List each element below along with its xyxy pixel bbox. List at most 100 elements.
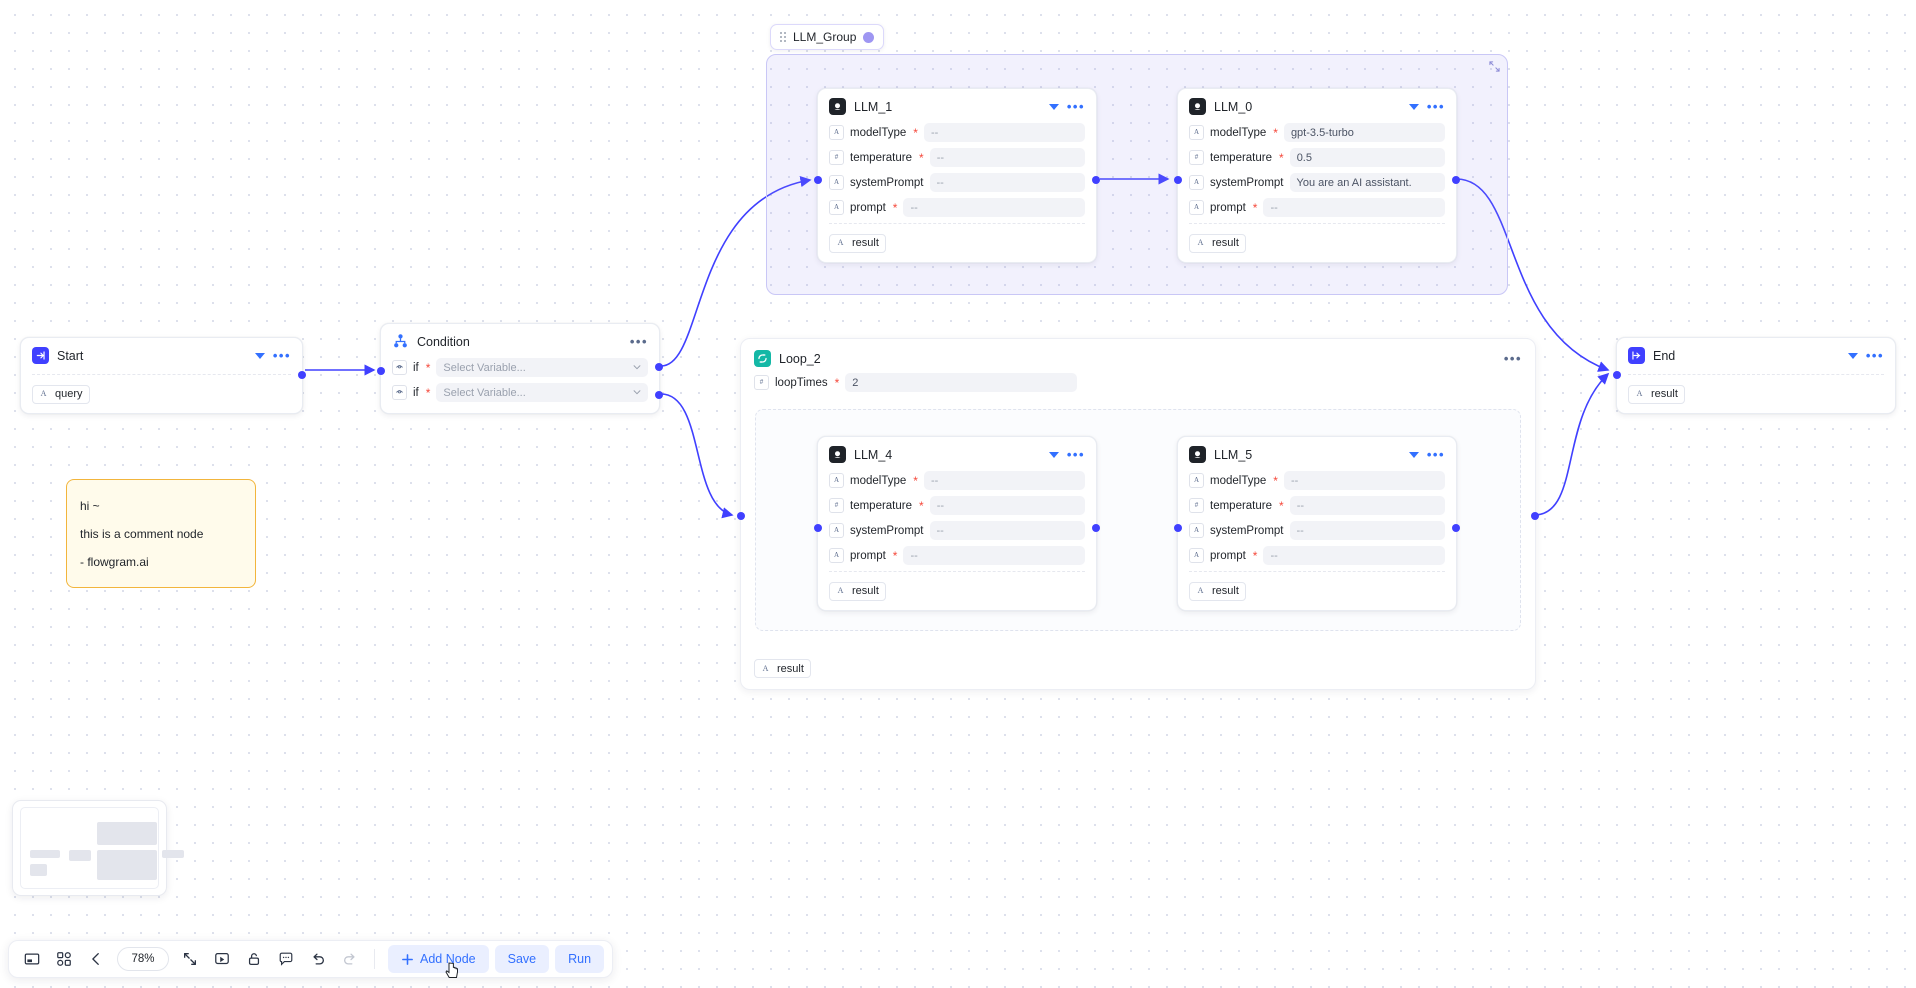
loop-output-dot[interactable] bbox=[1531, 512, 1539, 520]
more-icon[interactable]: ••• bbox=[1426, 98, 1445, 114]
loop-more-icon[interactable]: ••• bbox=[1503, 350, 1522, 366]
output-port-result[interactable]: A result bbox=[829, 233, 886, 253]
llm4-input-dot[interactable] bbox=[814, 524, 822, 532]
chevron-down-icon[interactable] bbox=[632, 387, 642, 400]
node-start[interactable]: Start ••• A query bbox=[20, 337, 306, 414]
field-value[interactable]: -- bbox=[903, 198, 1085, 217]
condition-variable-select[interactable]: Select Variable... bbox=[436, 383, 648, 402]
chevron-down-icon[interactable] bbox=[1048, 451, 1059, 458]
drag-handle-icon[interactable] bbox=[780, 32, 786, 42]
loop-input-port[interactable] bbox=[737, 512, 745, 520]
llm5-input-dot[interactable] bbox=[1174, 524, 1182, 532]
field-row[interactable]: A systemPrompt -- bbox=[1189, 521, 1445, 540]
chevron-down-icon[interactable] bbox=[1408, 451, 1419, 458]
zoom-out-icon[interactable] bbox=[81, 945, 111, 973]
output-port-query[interactable]: A query bbox=[32, 384, 90, 404]
field-value[interactable]: -- bbox=[903, 546, 1085, 565]
field-value[interactable]: -- bbox=[929, 148, 1085, 167]
field-row[interactable]: A prompt * -- bbox=[1189, 546, 1445, 565]
auto-layout-icon[interactable] bbox=[49, 945, 79, 973]
chevron-down-icon[interactable] bbox=[632, 362, 642, 375]
zoom-level[interactable]: 78% bbox=[117, 947, 169, 971]
field-value[interactable]: -- bbox=[1283, 471, 1445, 490]
condition-row[interactable]: if * Select Variable... bbox=[392, 358, 648, 377]
llm0-output-dot[interactable] bbox=[1452, 176, 1460, 184]
redo-icon[interactable] bbox=[335, 945, 365, 973]
field-row[interactable]: A modelType * -- bbox=[1189, 471, 1445, 490]
minimap-viewport[interactable] bbox=[20, 807, 184, 889]
condition-output-dot-2[interactable] bbox=[655, 391, 663, 399]
field-value[interactable]: -- bbox=[923, 123, 1085, 142]
field-row[interactable]: A modelType * -- bbox=[829, 123, 1085, 142]
llm0-input-dot[interactable] bbox=[1174, 176, 1182, 184]
llm-group-label[interactable]: LLM_Group bbox=[770, 24, 885, 50]
field-value[interactable]: -- bbox=[929, 173, 1085, 192]
node-llm-1[interactable]: LLM_1 ••• A modelType * -- # temperature… bbox=[814, 88, 1100, 263]
field-row[interactable]: # temperature * -- bbox=[1189, 496, 1445, 515]
field-value[interactable]: You are an AI assistant. bbox=[1289, 173, 1445, 192]
group-color-dot[interactable] bbox=[863, 31, 875, 43]
save-button[interactable]: Save bbox=[494, 945, 550, 973]
field-row[interactable]: # loopTimes * 2 bbox=[754, 373, 1522, 392]
field-row[interactable]: A systemPrompt -- bbox=[829, 521, 1085, 540]
condition-input-dot[interactable] bbox=[377, 367, 385, 375]
field-value[interactable]: -- bbox=[1263, 198, 1445, 217]
output-port-result[interactable]: A result bbox=[829, 581, 886, 601]
field-row[interactable]: A modelType * gpt-3.5-turbo bbox=[1189, 123, 1445, 142]
minimap-toggle-icon[interactable] bbox=[17, 945, 47, 973]
field-row[interactable]: A prompt * -- bbox=[829, 546, 1085, 565]
loop-output-port[interactable]: A result bbox=[754, 659, 811, 678]
llm1-output-dot[interactable] bbox=[1092, 176, 1100, 184]
field-row[interactable]: A modelType * -- bbox=[829, 471, 1085, 490]
chevron-down-icon[interactable] bbox=[1048, 103, 1059, 110]
node-llm-4[interactable]: LLM_4 ••• A modelType * -- # temperature… bbox=[814, 436, 1100, 611]
undo-icon[interactable] bbox=[303, 945, 333, 973]
more-icon[interactable]: ••• bbox=[272, 347, 291, 363]
node-llm-5[interactable]: LLM_5 ••• A modelType * -- # temperature… bbox=[1174, 436, 1460, 611]
interactive-mode-icon[interactable] bbox=[207, 945, 237, 973]
output-port-result[interactable]: A result bbox=[1189, 233, 1246, 253]
chevron-down-icon[interactable] bbox=[1408, 103, 1419, 110]
start-output-dot[interactable] bbox=[298, 371, 306, 379]
output-port-result[interactable]: A result bbox=[1628, 384, 1685, 404]
condition-row[interactable]: if * Select Variable... bbox=[392, 383, 648, 402]
minimap-panel[interactable] bbox=[12, 800, 184, 896]
fit-view-icon[interactable] bbox=[175, 945, 205, 973]
field-row[interactable]: A systemPrompt You are an AI assistant. bbox=[1189, 173, 1445, 192]
more-icon[interactable]: ••• bbox=[1426, 446, 1445, 462]
more-icon[interactable]: ••• bbox=[1066, 446, 1085, 462]
lock-icon[interactable] bbox=[239, 945, 269, 973]
add-node-button[interactable]: Add Node bbox=[388, 945, 489, 973]
more-icon[interactable]: ••• bbox=[629, 333, 648, 349]
field-row[interactable]: # temperature * 0.5 bbox=[1189, 148, 1445, 167]
llm1-input-dot[interactable] bbox=[814, 176, 822, 184]
field-row[interactable]: # temperature * -- bbox=[829, 148, 1085, 167]
bottom-toolbar[interactable]: 78% Add Node Save Run bbox=[8, 940, 614, 978]
more-icon[interactable]: ••• bbox=[1865, 347, 1884, 363]
field-value[interactable]: 2 bbox=[845, 373, 1078, 392]
field-value[interactable]: -- bbox=[929, 521, 1085, 540]
run-button[interactable]: Run bbox=[555, 945, 605, 973]
chevron-down-icon[interactable] bbox=[1847, 352, 1858, 359]
more-icon[interactable]: ••• bbox=[1066, 98, 1085, 114]
field-row[interactable]: A prompt * -- bbox=[829, 198, 1085, 217]
condition-output-dot-1[interactable] bbox=[655, 363, 663, 371]
field-row[interactable]: # temperature * -- bbox=[829, 496, 1085, 515]
field-value[interactable]: -- bbox=[1289, 521, 1445, 540]
comment-node[interactable]: hi ~ this is a comment node - flowgram.a… bbox=[66, 479, 256, 588]
field-value[interactable]: gpt-3.5-turbo bbox=[1283, 123, 1445, 142]
node-llm-0[interactable]: LLM_0 ••• A modelType * gpt-3.5-turbo # … bbox=[1174, 88, 1460, 263]
chevron-down-icon[interactable] bbox=[254, 352, 265, 359]
condition-variable-select[interactable]: Select Variable... bbox=[436, 358, 648, 377]
field-value[interactable]: -- bbox=[923, 471, 1085, 490]
group-collapse-icon[interactable] bbox=[1489, 59, 1500, 72]
field-value[interactable]: 0.5 bbox=[1289, 148, 1445, 167]
end-input-dot[interactable] bbox=[1613, 371, 1621, 379]
field-row[interactable]: A prompt * -- bbox=[1189, 198, 1445, 217]
field-value[interactable]: -- bbox=[929, 496, 1085, 515]
field-value[interactable]: -- bbox=[1263, 546, 1445, 565]
llm4-output-dot[interactable] bbox=[1092, 524, 1100, 532]
output-port-result[interactable]: A result bbox=[1189, 581, 1246, 601]
comment-icon[interactable] bbox=[271, 945, 301, 973]
